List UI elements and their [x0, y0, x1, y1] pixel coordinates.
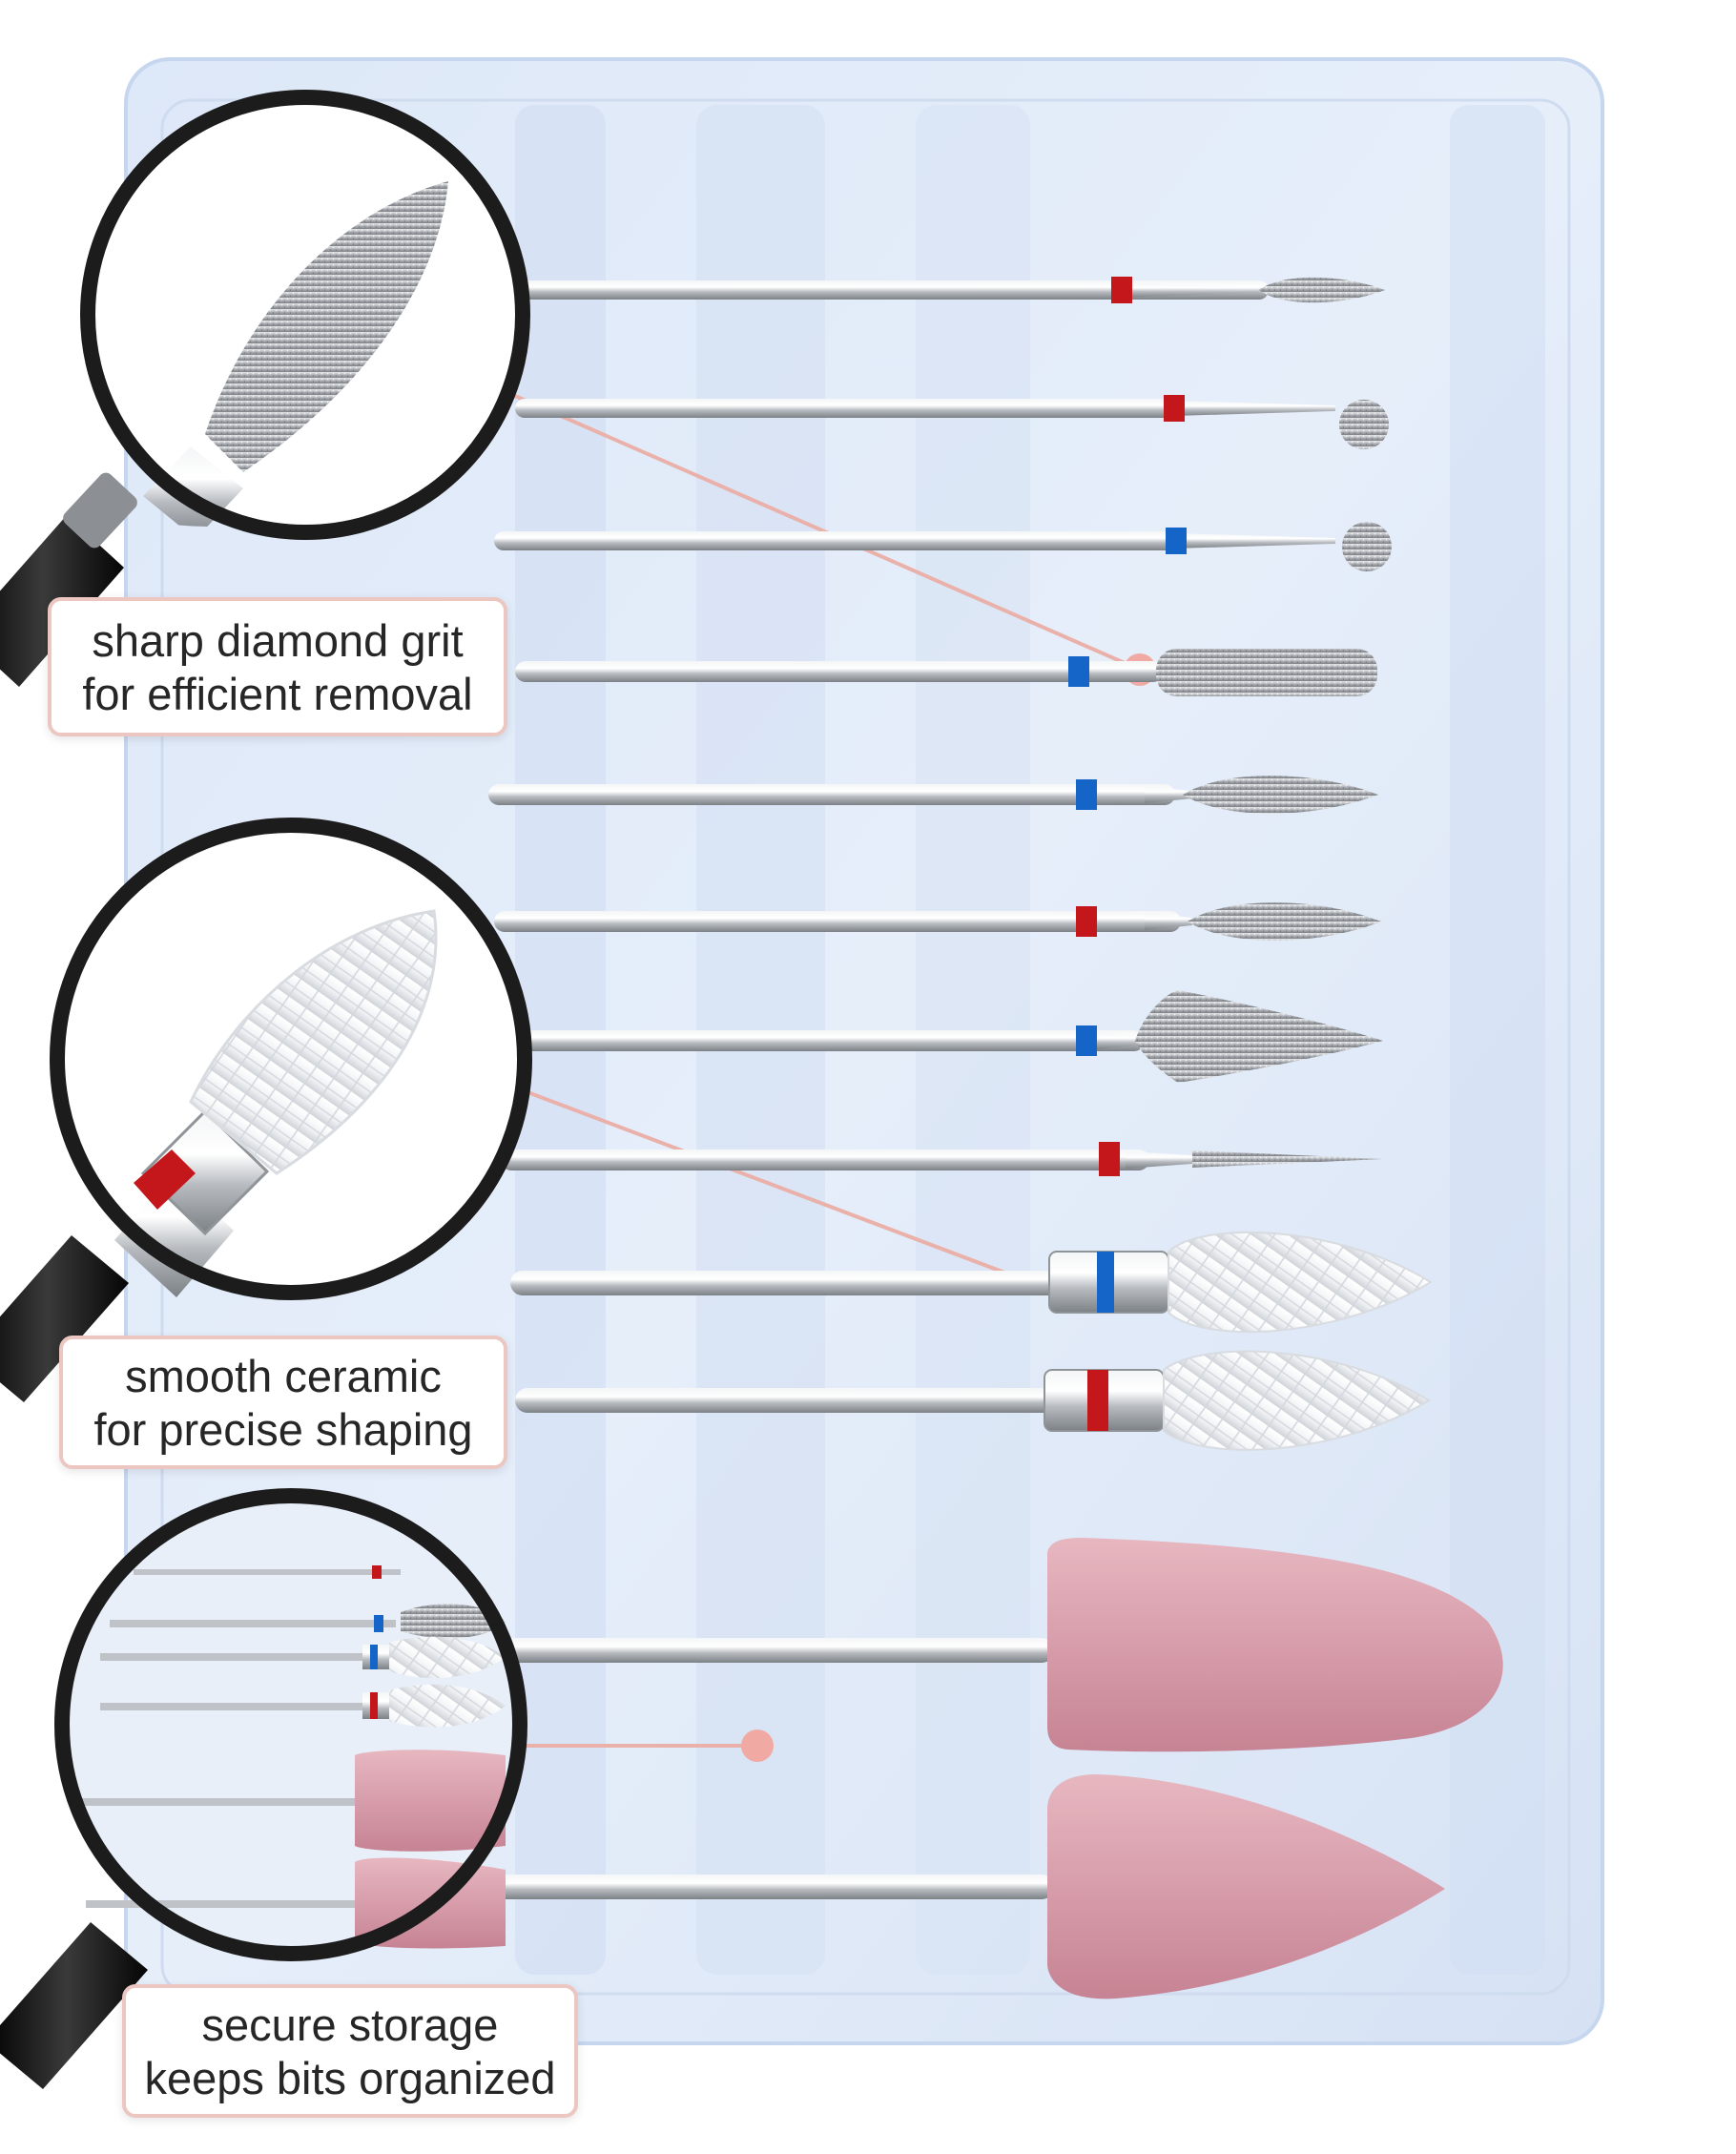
callout-smooth-ceramic: smooth ceramic for precise shaping	[59, 1336, 507, 1469]
bit-diamond-cylinder-blue	[515, 649, 1377, 696]
leader-dot-storage	[741, 1729, 774, 1762]
magnifier-diamond	[0, 90, 530, 687]
callout-diamond-line-1: sharp diamond grit	[92, 615, 464, 666]
magnifier-handle	[0, 1235, 129, 1402]
bit-diamond-ball-blue	[494, 522, 1392, 571]
callout-storage-line-1: secure storage	[201, 1999, 499, 2050]
magnifier-ceramic	[0, 818, 532, 1402]
bit-diamond-flame-red-2	[494, 902, 1381, 941]
callout-secure-storage: secure storage keeps bits organized	[122, 1984, 578, 2118]
callout-ceramic-line-2: for precise shaping	[93, 1404, 473, 1455]
bit-diamond-needle-red	[501, 1142, 1383, 1176]
bit-ceramic-flame-red	[515, 1350, 1431, 1451]
bit-diamond-flame-blue	[488, 776, 1378, 814]
callout-ceramic-line-1: smooth ceramic	[125, 1351, 442, 1401]
magnifier-storage	[0, 1488, 527, 2089]
bit-sanding-cap-rounded	[491, 1538, 1503, 1752]
callout-diamond-grit: sharp diamond grit for efficient removal	[48, 597, 507, 736]
bit-diamond-ball-red	[515, 395, 1389, 449]
bit-diamond-cone-blue	[515, 990, 1383, 1083]
magnifier-handle	[0, 1922, 148, 2089]
callout-storage-line-2: keeps bits organized	[144, 2053, 556, 2103]
drill-bits	[477, 277, 1503, 1999]
callout-diamond-line-2: for efficient removal	[82, 669, 473, 719]
bit-sanding-cap-pointed	[477, 1774, 1445, 1999]
bit-diamond-flame-red	[496, 277, 1385, 303]
bit-ceramic-flame-blue	[510, 1231, 1433, 1334]
